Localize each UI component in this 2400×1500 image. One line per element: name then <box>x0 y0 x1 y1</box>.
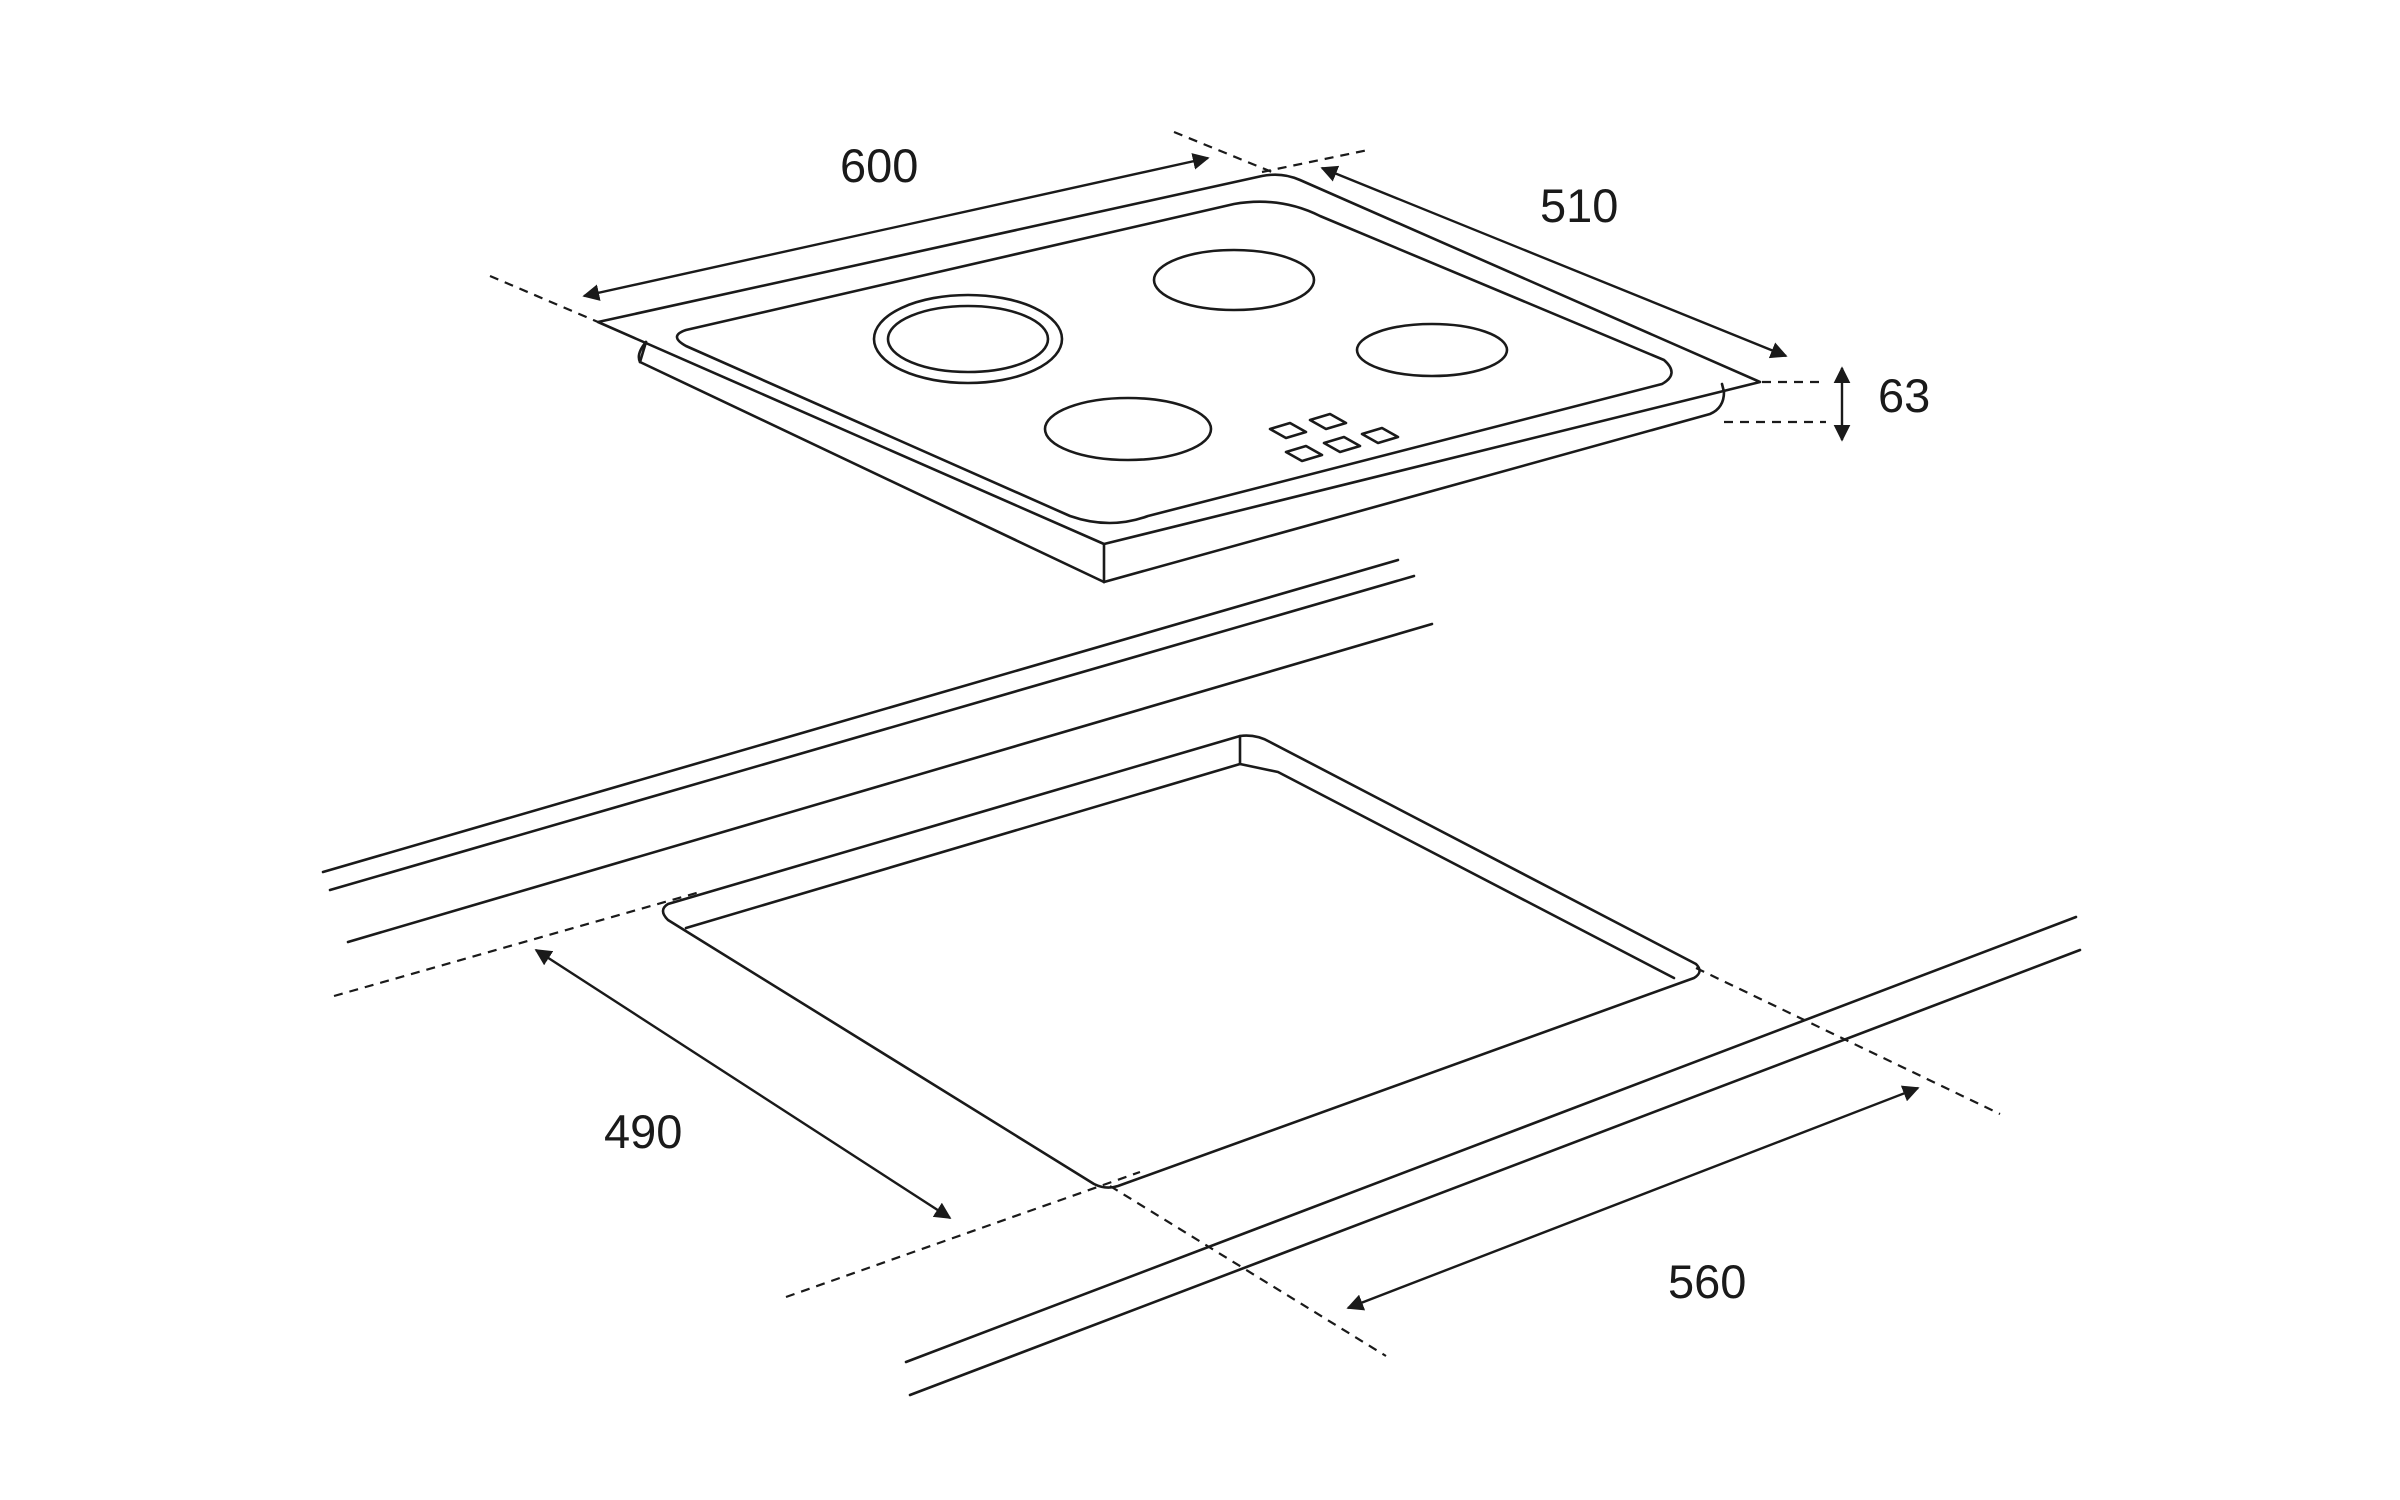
hob-back-guide-a <box>1173 130 1273 174</box>
hob-back-guide-b <box>1261 148 1369 174</box>
cutout-front-guide <box>1109 1185 1387 1357</box>
cutout-bottom-guide <box>785 1170 1141 1299</box>
burner-front-left-inner <box>886 304 1050 374</box>
touch-controls-icon <box>1268 412 1400 463</box>
dimension-arrow-600 <box>582 153 1210 301</box>
label-600: 600 <box>840 139 918 192</box>
countertop <box>321 558 2082 1397</box>
hob-front-left-side <box>638 340 1106 584</box>
cutout <box>661 734 1701 1189</box>
hob-front-right-side <box>1102 382 1726 584</box>
cutout-outer-outline <box>661 734 1701 1189</box>
label-510: 510 <box>1540 179 1618 232</box>
label-63: 63 <box>1878 369 1930 422</box>
countertop-back-line-3 <box>346 622 1434 944</box>
burner-back-middle <box>1152 248 1316 312</box>
hob-left-guide <box>489 274 599 324</box>
burner-right <box>1355 322 1509 378</box>
dimension-arrow-560 <box>1346 1085 1920 1311</box>
cutout-left-guide <box>333 890 701 998</box>
dimension-arrow-490 <box>534 948 952 1220</box>
dimension-arrow-510 <box>1320 165 1788 359</box>
burner-front-left-outer <box>872 293 1064 385</box>
label-490: 490 <box>604 1105 682 1158</box>
cutout-right-guide <box>1695 967 2001 1115</box>
countertop-back-line-2 <box>328 574 1416 892</box>
countertop-back-line-1 <box>321 558 1400 874</box>
burner-front-middle <box>1043 396 1213 462</box>
countertop-front-line-2 <box>908 948 2082 1397</box>
label-560: 560 <box>1668 1255 1746 1308</box>
hob-side-curl <box>637 340 648 364</box>
hob-glass-panel <box>675 200 1673 525</box>
hob <box>596 173 1762 584</box>
cutout-inner-outline <box>684 762 1676 980</box>
countertop-front-line-1 <box>904 915 2078 1364</box>
